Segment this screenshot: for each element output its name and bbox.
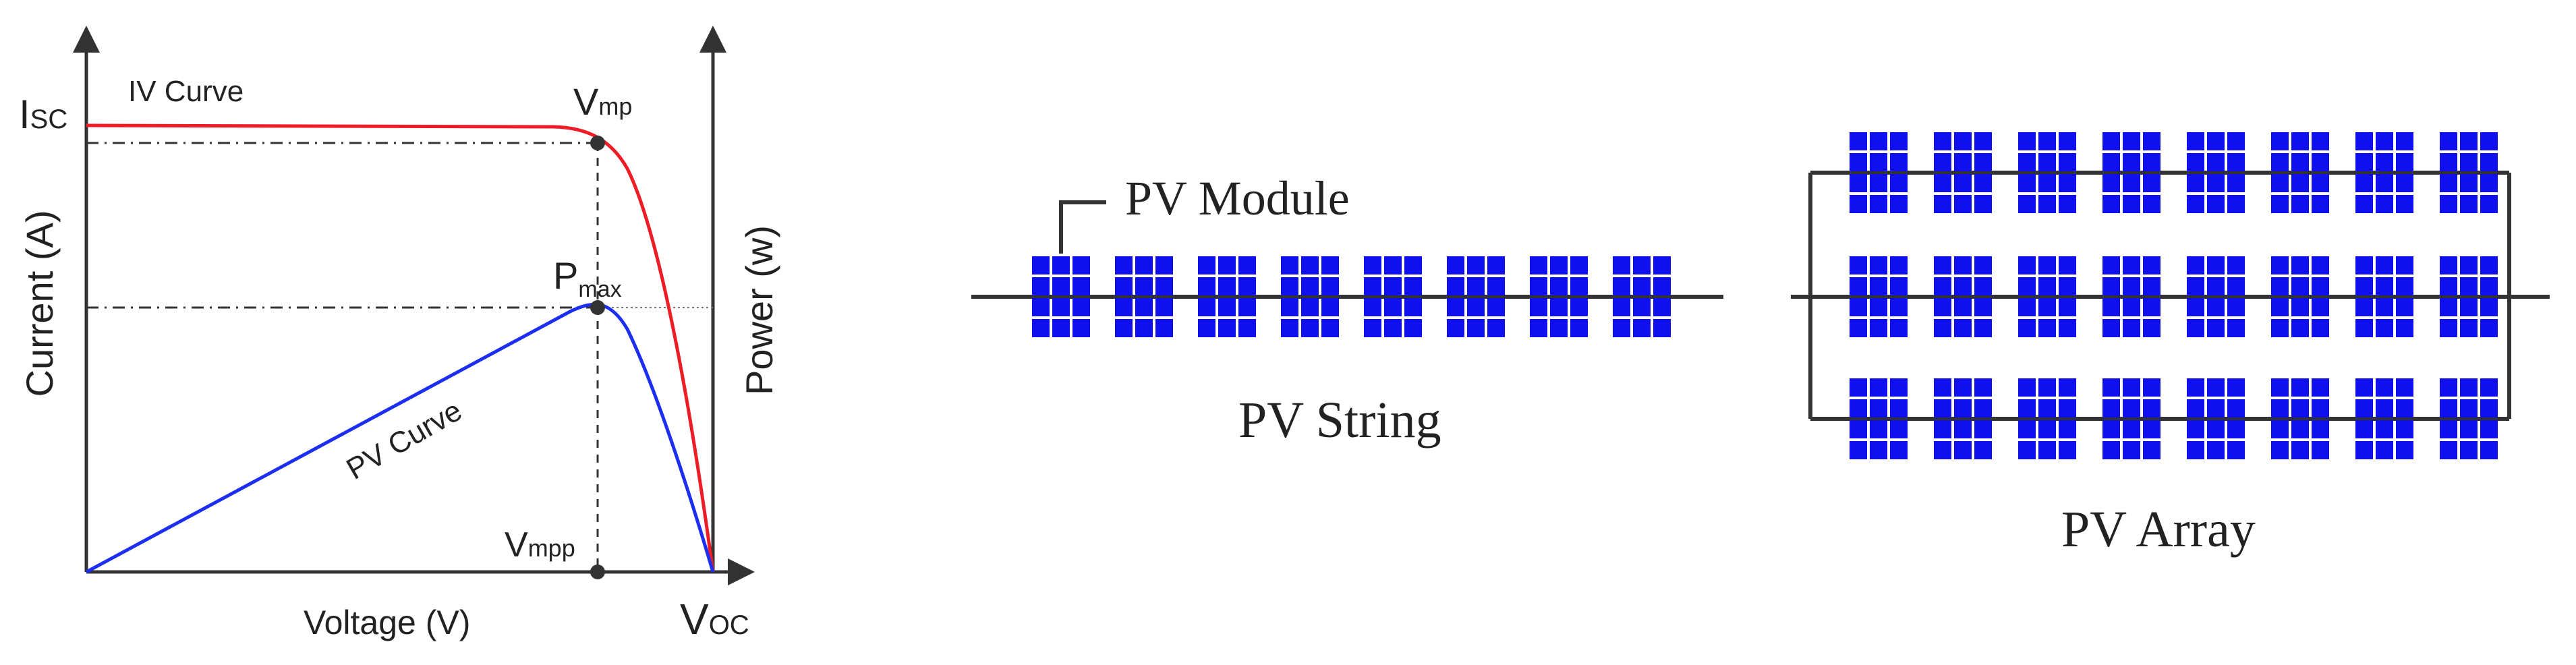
pv-module-icon [1530, 256, 1588, 337]
vmpp-label: Vmpp [505, 525, 575, 565]
pv-module-icon [1850, 378, 1908, 459]
pv-module-icon [2102, 378, 2160, 459]
pv-string-diagram: PV Module PV String [971, 171, 1723, 449]
pv-module-icon [2440, 378, 2498, 459]
iv-curve-label: IV Curve [128, 75, 244, 108]
pv-module-icon [2355, 378, 2413, 459]
pv-array-diagram: PV Array [1791, 132, 2550, 558]
pv-module-icon [2187, 132, 2245, 213]
pv-module-icon [1032, 256, 1090, 337]
string-modules [1032, 256, 1671, 337]
pv-module-icon [2271, 378, 2329, 459]
pv-module-icon [2102, 132, 2160, 213]
pv-module-icon [1364, 256, 1422, 337]
pv-module-icon [2187, 378, 2245, 459]
isc-label: ISC [19, 92, 67, 137]
pv-module-icon [1281, 256, 1339, 337]
vmpp-point [590, 565, 605, 579]
x-axis-label: Voltage (V) [304, 604, 470, 641]
pv-module-icon [1613, 256, 1671, 337]
pv-module-icon [2271, 132, 2329, 213]
pv-module-icon [2102, 256, 2160, 337]
iv-pv-chart: ISC IV Curve Vmp Pmax PV Curve Vmpp VOC … [18, 26, 780, 643]
pv-curve-label: PV Curve [341, 394, 468, 486]
pv-module-label: PV Module [1125, 171, 1350, 225]
pv-module-icon [1934, 256, 1992, 337]
pmax-label: Pmax [553, 254, 622, 302]
pv-module-icon [1934, 132, 1992, 213]
vmp-label: Vmp [573, 80, 632, 123]
pv-module-icon [1115, 256, 1173, 337]
pv-module-icon [2355, 132, 2413, 213]
pv-module-icon [1447, 256, 1505, 337]
pv-module-icon [2187, 256, 2245, 337]
pmax-point [590, 300, 605, 315]
pv-module-icon [2018, 256, 2076, 337]
vmp-point [590, 136, 605, 150]
pv-string-label: PV String [1238, 392, 1441, 449]
pv-module-icon [2018, 132, 2076, 213]
pv-module-icon [1198, 256, 1256, 337]
voc-label: VOC [680, 595, 749, 643]
array-modules [1850, 132, 2498, 459]
y-axis-left-label: Current (A) [18, 210, 61, 397]
pv-module-icon [1934, 378, 1992, 459]
pv-module-icon [2018, 378, 2076, 459]
pv-module-icon [1850, 132, 1908, 213]
y-axis-right-label: Power (w) [738, 225, 780, 395]
pv-module-icon [2355, 256, 2413, 337]
module-pointer-line [1059, 200, 1106, 254]
pv-module-icon [2440, 256, 2498, 337]
pv-module-icon [2271, 256, 2329, 337]
iv-curve-line [86, 123, 715, 573]
pv-module-icon [2440, 132, 2498, 213]
pv-module-icon [1850, 256, 1908, 337]
pv-array-label: PV Array [2061, 501, 2256, 558]
